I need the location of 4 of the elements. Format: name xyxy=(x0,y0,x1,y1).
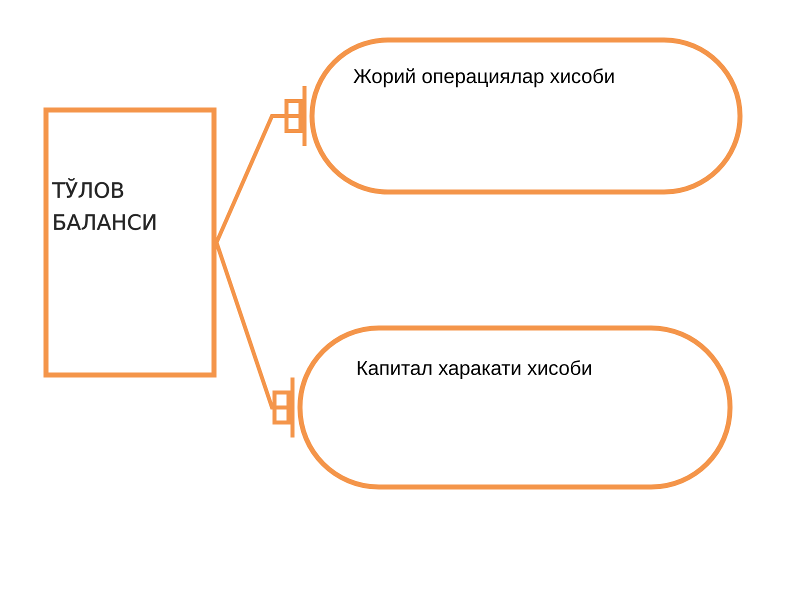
arrow xyxy=(214,86,306,244)
rounded-box: Жорий операциялар хисоби xyxy=(310,38,742,194)
arrow xyxy=(214,242,294,438)
rounded-box: Капитал харакати хисоби xyxy=(298,326,732,490)
